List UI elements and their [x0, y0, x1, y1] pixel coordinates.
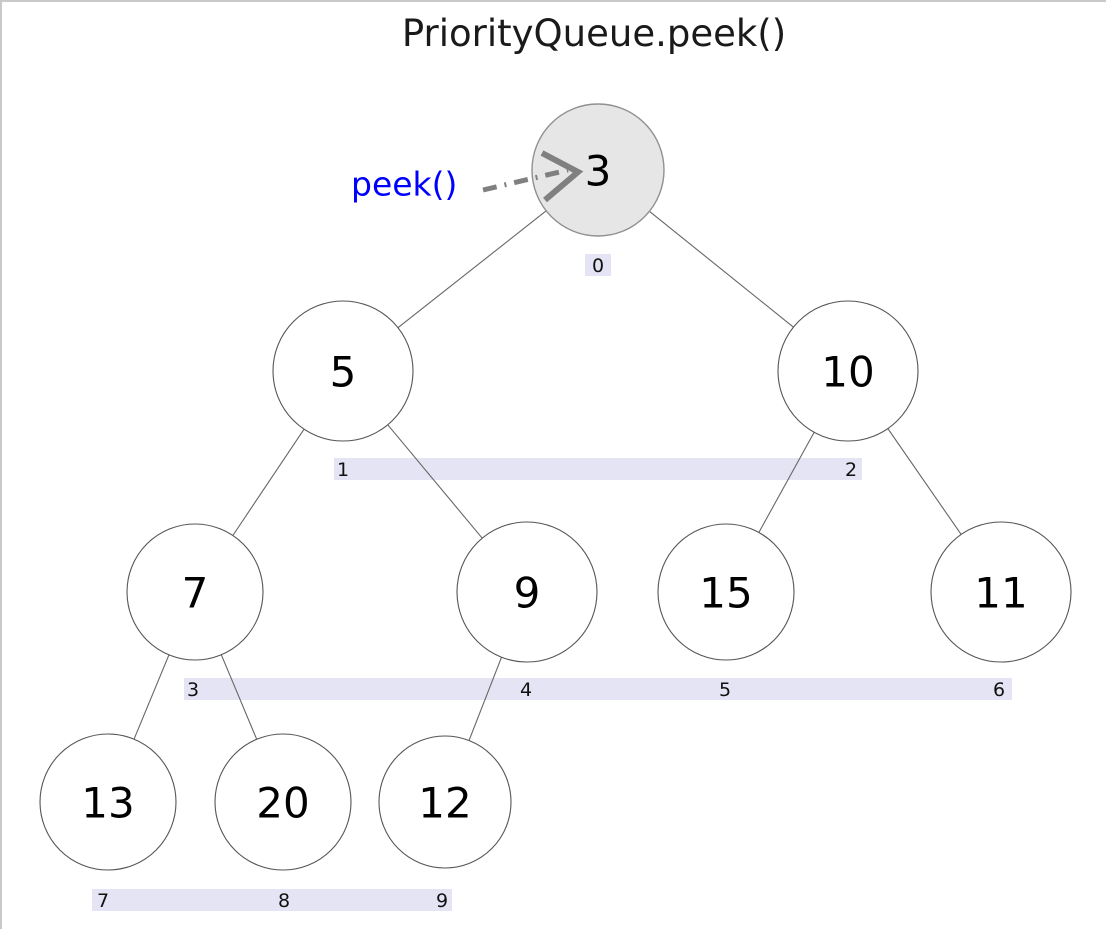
tree-edge-5-to-7 — [232, 428, 305, 536]
page-title: PriorityQueue.peek() — [402, 12, 786, 55]
node-value-9: 9 — [514, 569, 541, 618]
node-circle-12[interactable] — [378, 735, 512, 869]
index-band-row-0 — [585, 254, 611, 276]
node-value-11: 11 — [974, 569, 1027, 618]
index-band-row-3 — [92, 889, 452, 911]
index-label-9: 9 — [436, 890, 448, 912]
peek-annotation-label: peek() — [351, 165, 457, 204]
node-circle-11[interactable] — [930, 521, 1072, 663]
tree-node-9[interactable]: 9 — [456, 521, 598, 663]
tree-edge-7-to-20 — [220, 654, 258, 740]
node-value-5: 5 — [330, 348, 357, 397]
index-label-0: 0 — [592, 255, 604, 277]
node-circle-13[interactable] — [39, 733, 177, 871]
peek-arrow-line — [482, 167, 569, 193]
tree-edge-3-to-5 — [397, 210, 547, 329]
index-label-4: 4 — [520, 679, 532, 701]
tree-edge-10-to-11 — [887, 428, 962, 535]
node-circle-3[interactable] — [531, 103, 665, 237]
index-label-5: 5 — [719, 679, 731, 701]
annotation-layer: peek() — [351, 150, 584, 204]
node-circle-5[interactable] — [272, 300, 414, 442]
tree-node-11[interactable]: 11 — [930, 521, 1072, 663]
index-label-7: 7 — [97, 890, 109, 912]
index-label-2: 2 — [845, 459, 857, 481]
peek-arrow-head-icon — [540, 150, 584, 203]
node-value-15: 15 — [699, 569, 752, 618]
tree-node-5[interactable]: 5 — [272, 300, 414, 442]
node-value-12: 12 — [418, 779, 471, 828]
node-circle-9[interactable] — [456, 521, 598, 663]
node-circle-10[interactable] — [777, 300, 919, 442]
node-value-3: 3 — [585, 147, 612, 196]
index-label-3: 3 — [187, 679, 199, 701]
tree-node-10[interactable]: 10 — [777, 300, 919, 442]
tree-node-12[interactable]: 12 — [378, 735, 512, 869]
tree-edge-7-to-13 — [133, 654, 170, 740]
node-value-10: 10 — [821, 348, 874, 397]
index-label-8: 8 — [278, 890, 290, 912]
tree-edges-layer — [133, 210, 962, 741]
index-label-6: 6 — [993, 679, 1005, 701]
tree-node-13[interactable]: 13 — [39, 733, 177, 871]
tree-node-15[interactable]: 15 — [657, 523, 795, 661]
tree-node-3[interactable]: 3 — [531, 103, 665, 237]
tree-node-20[interactable]: 20 — [214, 733, 352, 871]
tree-edge-3-to-10 — [649, 210, 794, 328]
node-circle-7[interactable] — [126, 523, 264, 661]
tree-node-7[interactable]: 7 — [126, 523, 264, 661]
node-value-20: 20 — [256, 779, 309, 828]
node-value-7: 7 — [182, 569, 209, 618]
index-band-row-1 — [334, 458, 862, 480]
node-circle-20[interactable] — [214, 733, 352, 871]
tree-edge-5-to-9 — [387, 424, 483, 539]
tree-edge-9-to-12 — [468, 657, 503, 741]
index-band-row-2 — [184, 678, 1012, 700]
index-label-1: 1 — [337, 459, 349, 481]
node-circle-15[interactable] — [657, 523, 795, 661]
node-value-13: 13 — [81, 779, 134, 828]
tree-edge-10-to-15 — [758, 432, 815, 533]
